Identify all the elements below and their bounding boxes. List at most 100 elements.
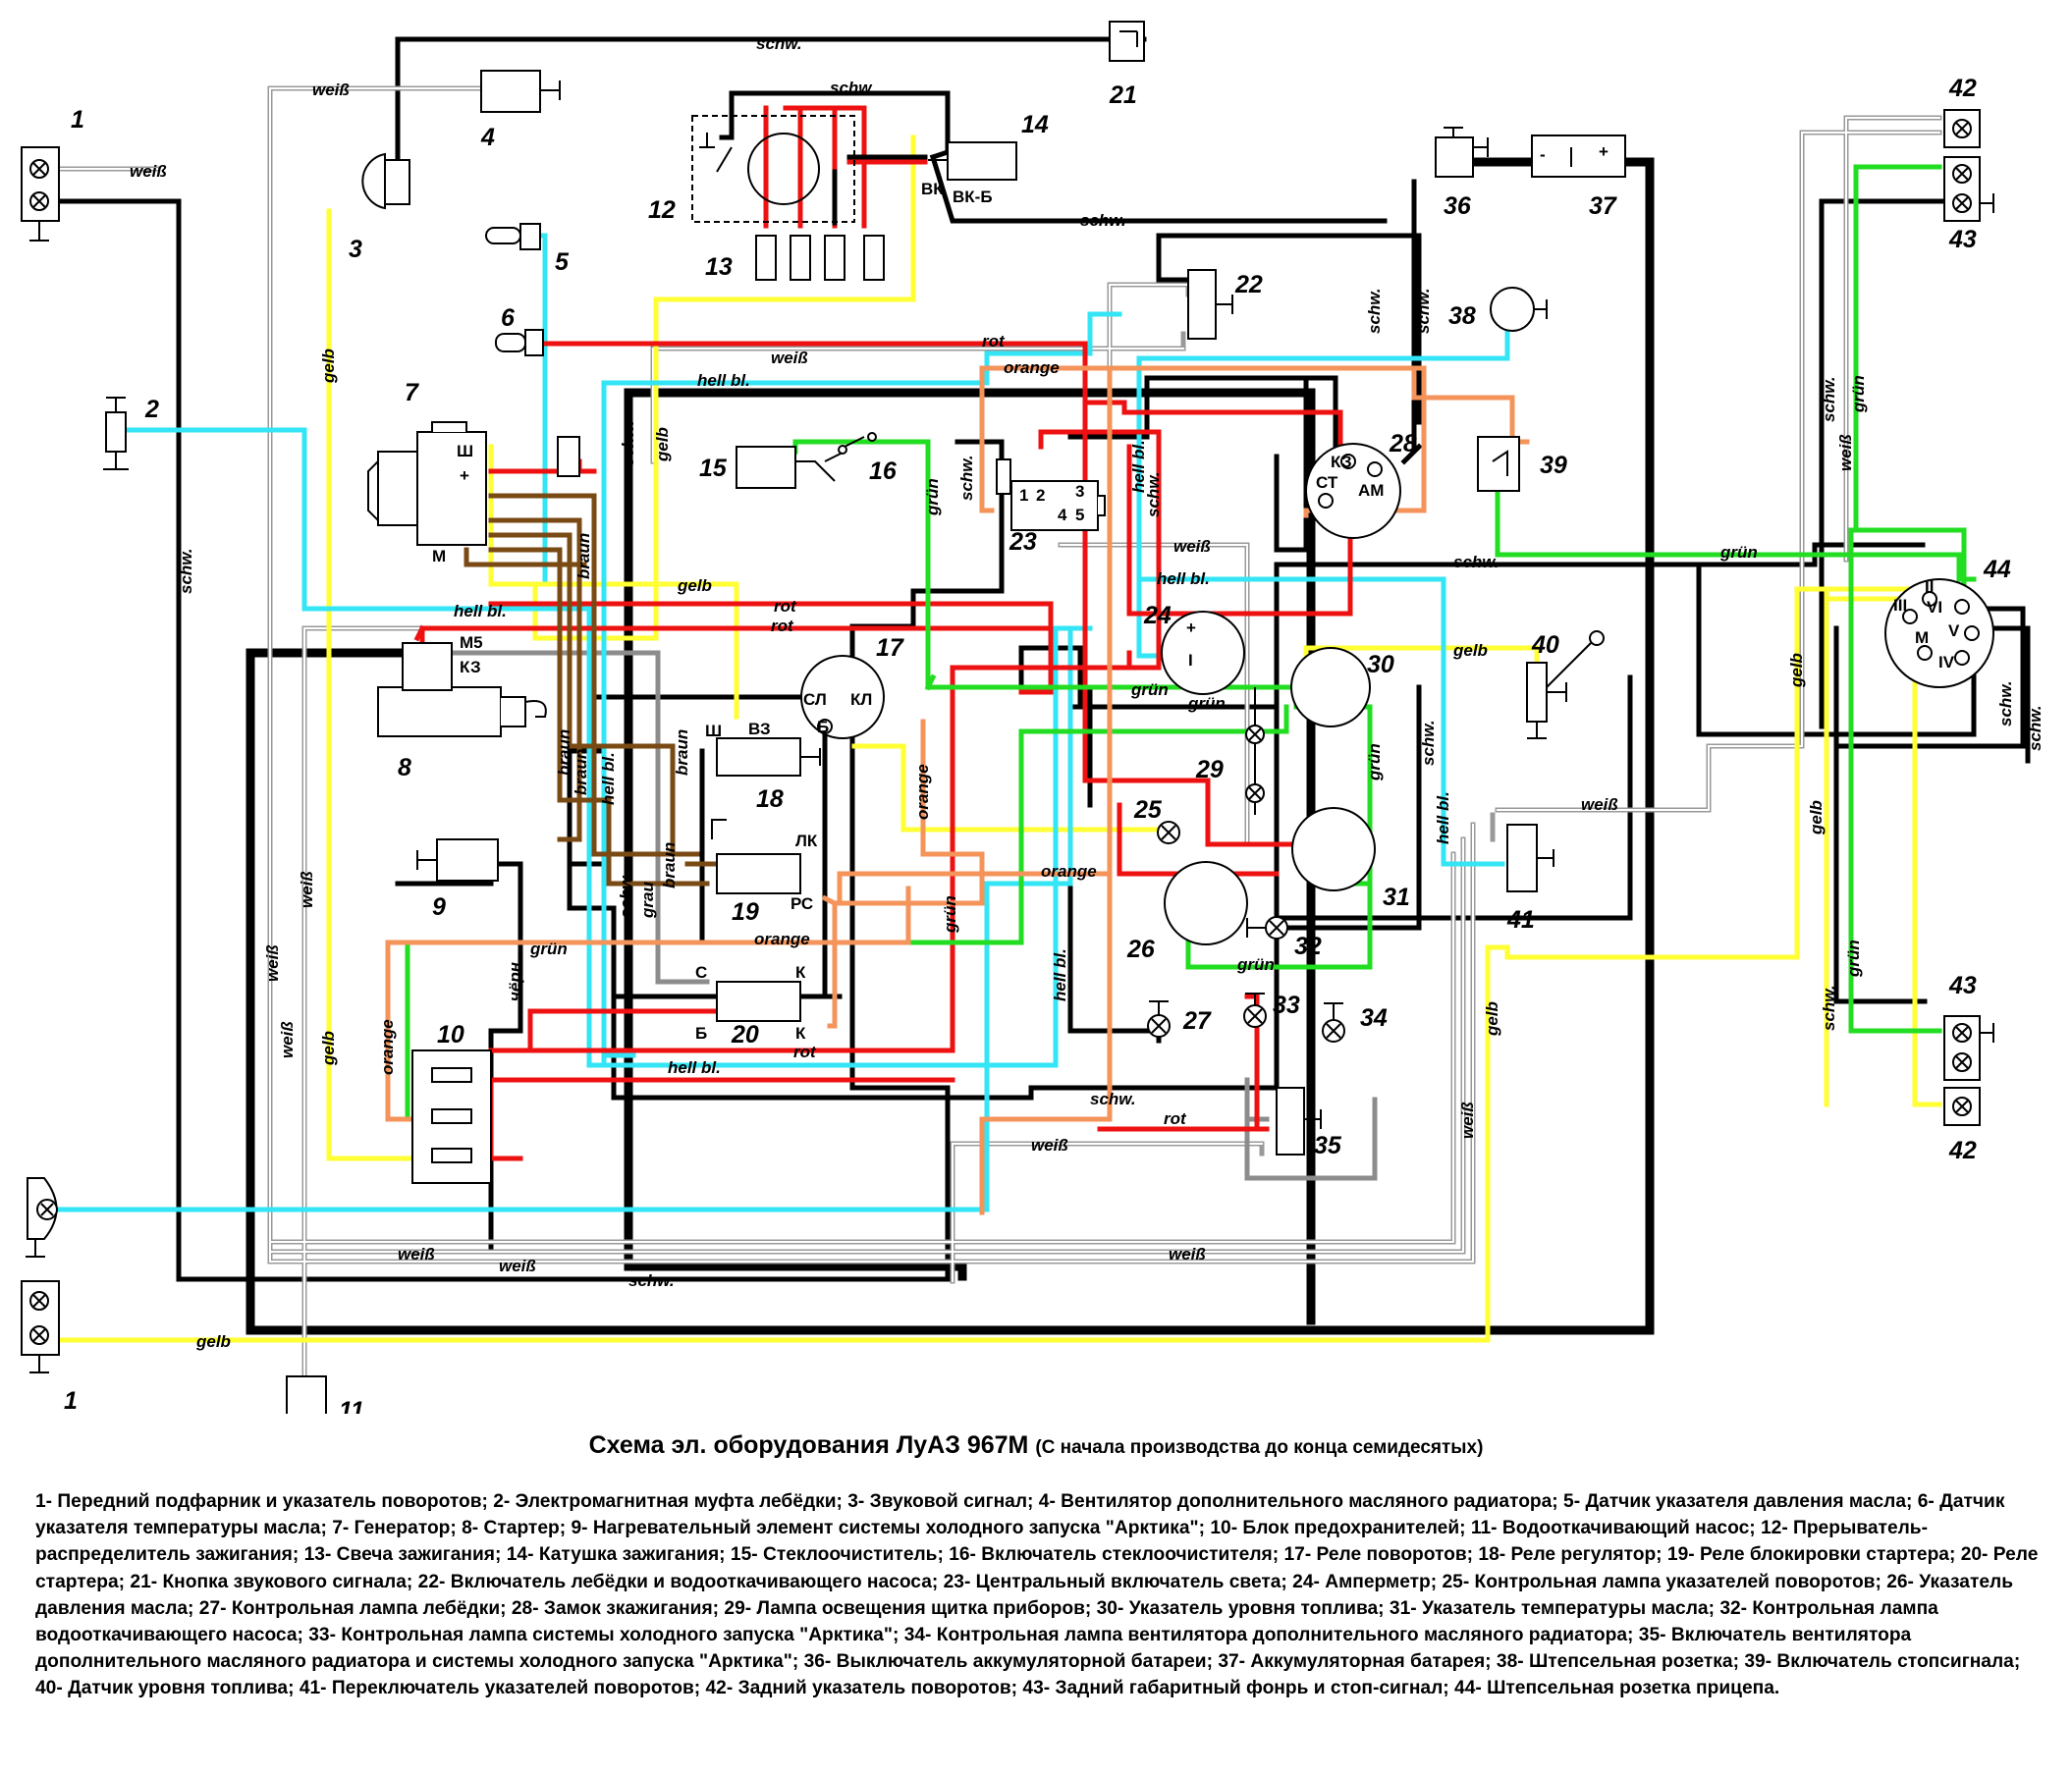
callout-42: 42 [1948, 1137, 1977, 1164]
terminal-label: Ш [705, 722, 722, 740]
terminal-label: II [1925, 577, 1934, 596]
legend-item: 37- Аккумуляторная батарея; [1218, 1651, 1492, 1673]
legend-item: 23- Центральный включатель света; [943, 1571, 1287, 1592]
socket-38 [1490, 287, 1548, 332]
callout-6: 6 [501, 304, 516, 332]
wire-label: schw. [1365, 288, 1384, 334]
wire-label: schw. [957, 455, 976, 501]
generator-bracket [557, 436, 580, 477]
wire-label: braun [673, 729, 691, 776]
legend-item: 42- Задний указатель поворотов; [705, 1678, 1018, 1699]
terminal-label: КЛ [850, 690, 872, 709]
wire-label: weiß [263, 944, 282, 982]
title-main: Схема эл. оборудования ЛуАЗ 967М [588, 1431, 1029, 1459]
water-pump-11 [286, 1375, 327, 1414]
wire-label: grün [1849, 375, 1868, 413]
legend-item: 11- Водооткачивающий насос; [1470, 1518, 1756, 1539]
callout-20: 20 [731, 1021, 759, 1049]
callout-12: 12 [648, 196, 676, 224]
wire-label: rot [771, 617, 794, 635]
callout-29: 29 [1195, 756, 1224, 783]
terminal-label: М [432, 547, 446, 565]
terminal-label: КЗ [460, 658, 481, 676]
wire-label: grün [1130, 680, 1169, 699]
wire-label: hell bl. [599, 752, 618, 805]
legend-item: 10- Блок предохранителей; [1210, 1518, 1466, 1539]
wire-label: orange [754, 930, 810, 948]
callout-7: 7 [405, 379, 419, 406]
terminal-label: ВК [921, 180, 944, 198]
callout-1: 1 [64, 1387, 78, 1414]
terminal-label: СЛ [803, 690, 827, 709]
ammeter-24 [1161, 611, 1245, 695]
lamp-33 [1243, 993, 1267, 1028]
lamp-27 [1147, 1000, 1171, 1038]
callout-44: 44 [1983, 556, 2011, 583]
wire-label: gelb [677, 576, 712, 595]
callout-11: 11 [339, 1397, 364, 1414]
wire-label: hell bl. [1434, 791, 1452, 844]
legend-item: 24- Амперметр; [1292, 1571, 1438, 1592]
wire-label: weiß [130, 162, 167, 181]
wire-label: weiß [278, 1021, 297, 1058]
turn-switch-41 [1506, 824, 1554, 892]
spark-plugs-13 [755, 235, 885, 281]
wire-label: schw. [1453, 553, 1499, 571]
callout-30: 30 [1367, 651, 1394, 678]
terminal-label: 2 [1036, 486, 1045, 505]
legend-item: 19- Реле блокировки стартера; [1666, 1544, 1956, 1566]
terminal-label: V [1948, 621, 1960, 640]
wire-label: weiß [1173, 537, 1211, 556]
ignition-coil-14 [928, 141, 1017, 181]
wire-label: gelb [195, 1332, 231, 1351]
legend-item: 9- Нагревательный элемент системы холодн… [571, 1518, 1206, 1539]
callout-35: 35 [1314, 1132, 1342, 1159]
callout-27: 27 [1182, 1007, 1212, 1035]
fuel-gauge-30 [1290, 647, 1371, 727]
lamp-25 [1157, 821, 1180, 844]
wire-label: schw. [756, 34, 802, 53]
wire-label: weiß [1169, 1245, 1206, 1264]
wire-label: grün [1365, 743, 1384, 781]
callout-41: 41 [1506, 906, 1535, 934]
terminal-label: РС [791, 894, 813, 913]
wire-label: schw. [1820, 376, 1838, 422]
legend-item: 44- Штепсельная розетка прицепа. [1454, 1678, 1780, 1699]
wire-label: weiß [1581, 795, 1618, 814]
wire-label: hell bl. [668, 1058, 721, 1077]
callout-26: 26 [1126, 936, 1156, 963]
wire-label: schw. [628, 1271, 675, 1290]
terminal-label: ВЗ [748, 720, 771, 738]
legend-item: 14- Катушка зажигания; [506, 1544, 726, 1566]
legend-item: 12- Прерыватель- распределитель зажигани… [35, 1518, 1928, 1566]
wire-label: orange [913, 764, 932, 820]
legend-item: 36- Выключатель аккумуляторной батареи; [803, 1651, 1213, 1673]
wire-label: grün [1844, 940, 1863, 978]
head-lamp [26, 1177, 58, 1258]
fan-4 [480, 70, 561, 113]
wire-label: hell bl. [1157, 569, 1210, 588]
legend-item: 26- Указатель давления масла; [35, 1571, 2014, 1619]
oil-temp-sensor-6 [495, 329, 544, 356]
callout-43: 43 [1948, 972, 1977, 999]
legend-item: 40- Датчик уровня топлива; [35, 1678, 295, 1699]
ignition-leads [763, 105, 931, 229]
terminal-label: ЛК [795, 832, 818, 850]
lamp-34 [1322, 1002, 1345, 1043]
callout-23: 23 [1009, 528, 1037, 556]
legend-item: 5- Датчик указателя давления масла; [1563, 1491, 1913, 1512]
fuse-block-10 [411, 1049, 492, 1184]
terminal-label: К [795, 963, 806, 982]
legend-item: 43- Задний габаритный фонрь и стоп-сигна… [1022, 1678, 1449, 1699]
wires-orange [385, 365, 1530, 1215]
component-numbers: 1 1 2 3 4 5 6 7 8 9 10 11 12 13 14 15 16… [64, 75, 2011, 1414]
wire-label: hell bl. [1129, 440, 1148, 493]
legend-item: 25- Контрольная лампа указателей поворот… [1442, 1571, 1881, 1592]
legend-item: 41- Переключатель указателей поворотов; [299, 1678, 701, 1699]
terminal-label: 1 [1019, 486, 1028, 505]
legend-item: 22- Включатель лебёдки и водооткачивающе… [417, 1571, 939, 1592]
regulator-18 [716, 737, 821, 777]
legend-item: 16- Включатель стеклоочистителя; [949, 1544, 1280, 1566]
legend-item: 29- Лампа освещения щитка приборов; [724, 1597, 1092, 1619]
wire-label: schw. [1080, 211, 1126, 230]
